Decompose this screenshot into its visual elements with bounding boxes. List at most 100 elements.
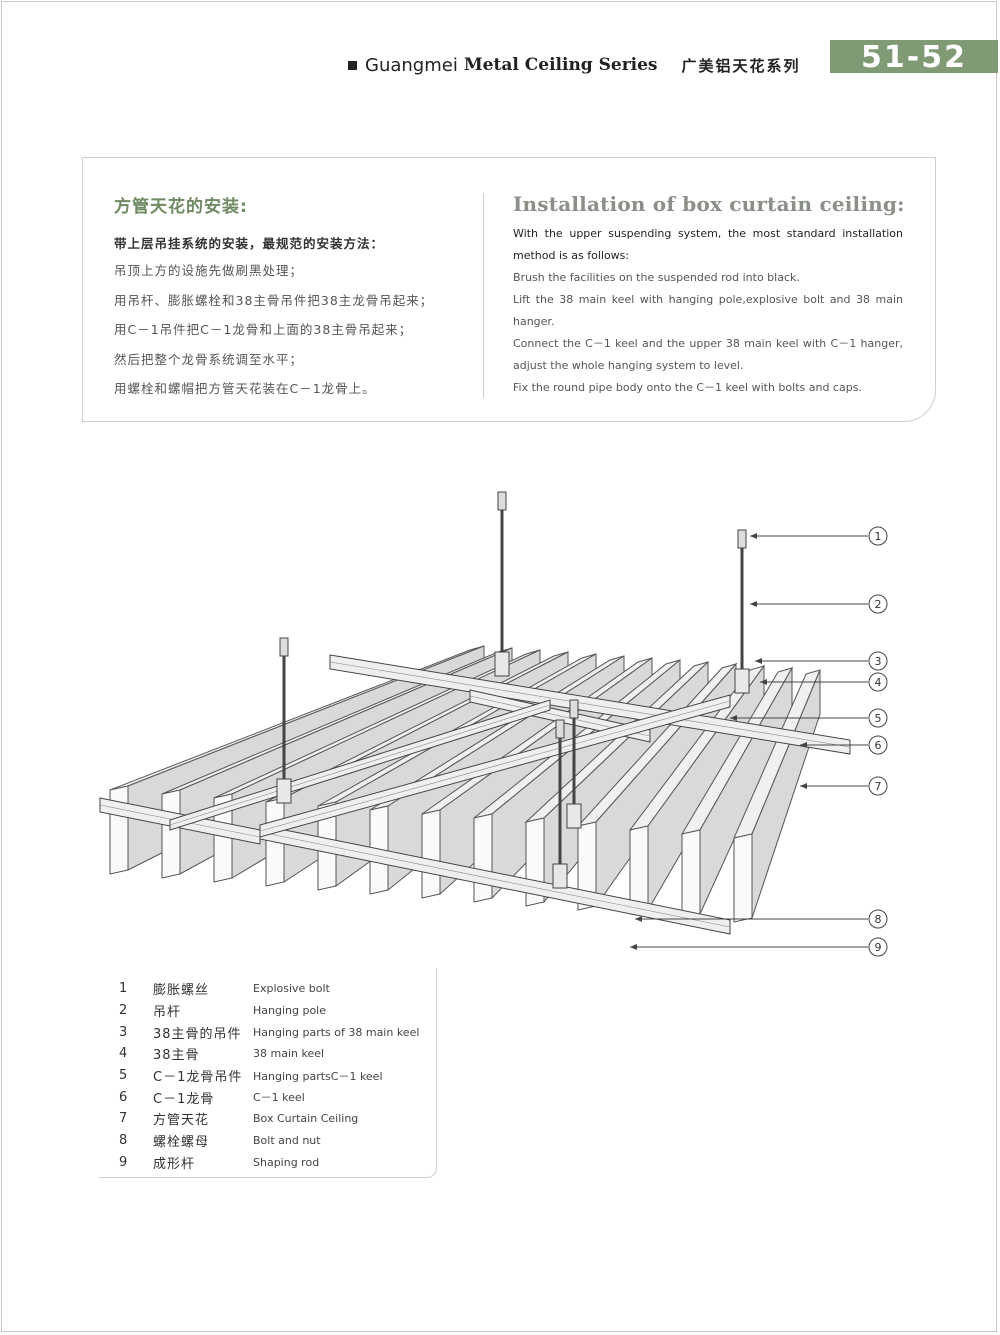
slat-front <box>733 833 753 923</box>
arrow-icon <box>635 916 642 922</box>
explosive-bolt-icon <box>555 719 565 739</box>
intro-box <box>82 157 936 422</box>
legend-en: Shaping rod <box>253 1155 320 1169</box>
hanger-clip <box>276 778 292 804</box>
en-step: Lift the 38 main keel with hanging pole,… <box>513 293 903 328</box>
cn-instructions: 方管天花的安装: 带上层吊挂系统的安装，最规范的安装方法： 吊顶上方的设施先做刷… <box>114 192 474 409</box>
cn-step: 然后把整个龙骨系统调至水平； <box>114 351 304 367</box>
series-name-cn: 广美铝天花系列 <box>681 56 801 75</box>
slat-front <box>473 813 493 903</box>
cn-step: 用C－1吊件把C－1龙骨和上面的38主骨吊起来； <box>114 322 413 337</box>
arrow-icon <box>800 742 807 748</box>
legend-en: Hanging partsC－1 keel <box>253 1069 383 1083</box>
callout-circle <box>868 526 888 546</box>
callout-number: 1 <box>875 530 882 543</box>
legend-num: 1 <box>119 981 128 997</box>
legend-num: 8 <box>119 1133 128 1149</box>
square-bullet-icon <box>348 60 357 70</box>
callout-circle <box>868 937 888 957</box>
callout-number: 3 <box>875 655 882 668</box>
explosive-bolt-icon <box>279 637 289 657</box>
main-keel-38-edge <box>259 700 731 832</box>
legend-cn: 38主骨 <box>153 1048 200 1064</box>
page-number: 51-52 <box>830 40 998 75</box>
legend-en: Box Curtain Ceiling <box>253 1112 359 1126</box>
slat-front <box>213 793 233 883</box>
legend-num: 6 <box>119 1089 128 1105</box>
slat-front <box>681 829 701 919</box>
c1-keel-edge <box>259 831 731 928</box>
legend-cn: 方管天花 <box>153 1113 210 1129</box>
c1-keel-edge <box>329 661 851 748</box>
cn-subtitle: 带上层吊挂系统的安装，最规范的安装方法： <box>114 236 385 251</box>
legend-num: 3 <box>119 1024 128 1040</box>
arrow-icon <box>730 715 737 721</box>
legend-en: Explosive bolt <box>253 982 330 996</box>
en-step: Fix the round pipe body onto the C－1 kee… <box>513 381 862 394</box>
legend-num: 5 <box>119 1068 128 1084</box>
legend-row: 4 38主骨 38 main keel <box>119 1043 419 1065</box>
callout-circle <box>868 672 888 692</box>
legend-en: Bolt and nut <box>253 1134 321 1148</box>
series-name: Metal Ceiling Series <box>463 55 658 75</box>
slat-front <box>421 809 441 899</box>
hanger-clip <box>552 863 568 889</box>
callout-circle <box>868 708 888 728</box>
hanging-rods <box>276 491 750 889</box>
legend-row: 5 C－1龙骨吊件 Hanging partsC－1 keel <box>119 1065 419 1087</box>
callout-number: 9 <box>875 941 882 954</box>
hanger-clip <box>734 668 750 694</box>
callout-number: 6 <box>875 739 882 752</box>
legend-num: 4 <box>119 1046 128 1062</box>
callout-number: 8 <box>875 913 882 926</box>
legend-row: 8 螺栓螺母 Bolt and nut <box>119 1130 419 1152</box>
en-step: Brush the facilities on the suspended ro… <box>513 271 800 284</box>
callout-circle <box>868 651 888 671</box>
page-header: Guangmei Metal Ceiling Series 广美铝天花系列 <box>348 50 801 80</box>
hanger-clip <box>566 803 582 829</box>
arrow-icon <box>630 944 637 950</box>
explosive-bolt-icon <box>569 699 579 719</box>
legend-num: 9 <box>119 1154 128 1170</box>
callout-circle <box>868 735 888 755</box>
brand-name: Guangmei <box>365 54 458 76</box>
legend-en: 38 main keel <box>253 1047 325 1061</box>
legend-en: Hanging parts of 38 main keel <box>253 1025 420 1039</box>
legend-num: 2 <box>119 1003 128 1019</box>
legend-cn: 吊杆 <box>153 1005 182 1021</box>
arrow-icon <box>750 533 757 539</box>
legend-cn: C－1龙骨吊件 <box>153 1070 243 1086</box>
callout-number: 2 <box>875 598 882 611</box>
en-subtitle: With the upper suspending system, the mo… <box>513 227 903 262</box>
legend-en: C－1 keel <box>253 1091 305 1105</box>
explosive-bolt-icon <box>497 491 507 511</box>
en-step: Connect the C－1 keel and the upper 38 ma… <box>513 337 903 372</box>
arrow-icon <box>750 601 757 607</box>
legend-row: 9 成形杆 Shaping rod <box>119 1152 419 1174</box>
callout-number: 4 <box>875 676 882 689</box>
slat-front <box>109 785 129 875</box>
legend-cn: 成形杆 <box>153 1156 196 1172</box>
cn-step: 用吊杆、膨胀螺栓和38主骨吊件把38主龙骨吊起来； <box>114 292 434 308</box>
legend-cn: 螺栓螺母 <box>153 1135 210 1151</box>
slat-front <box>161 789 181 879</box>
arrow-icon <box>755 658 762 664</box>
explosive-bolt-icon <box>737 529 747 549</box>
callout-number: 5 <box>875 712 882 725</box>
arrow-icon <box>760 679 767 685</box>
cn-step: 吊顶上方的设施先做刷黑处理； <box>114 263 304 278</box>
callout-circle <box>868 594 888 614</box>
arrow-icon <box>800 783 807 789</box>
hanger-clip <box>494 651 510 677</box>
callout-circle <box>868 909 888 929</box>
en-instructions: Installation of box curtain ceiling: Wit… <box>513 192 904 399</box>
column-divider <box>483 193 484 398</box>
